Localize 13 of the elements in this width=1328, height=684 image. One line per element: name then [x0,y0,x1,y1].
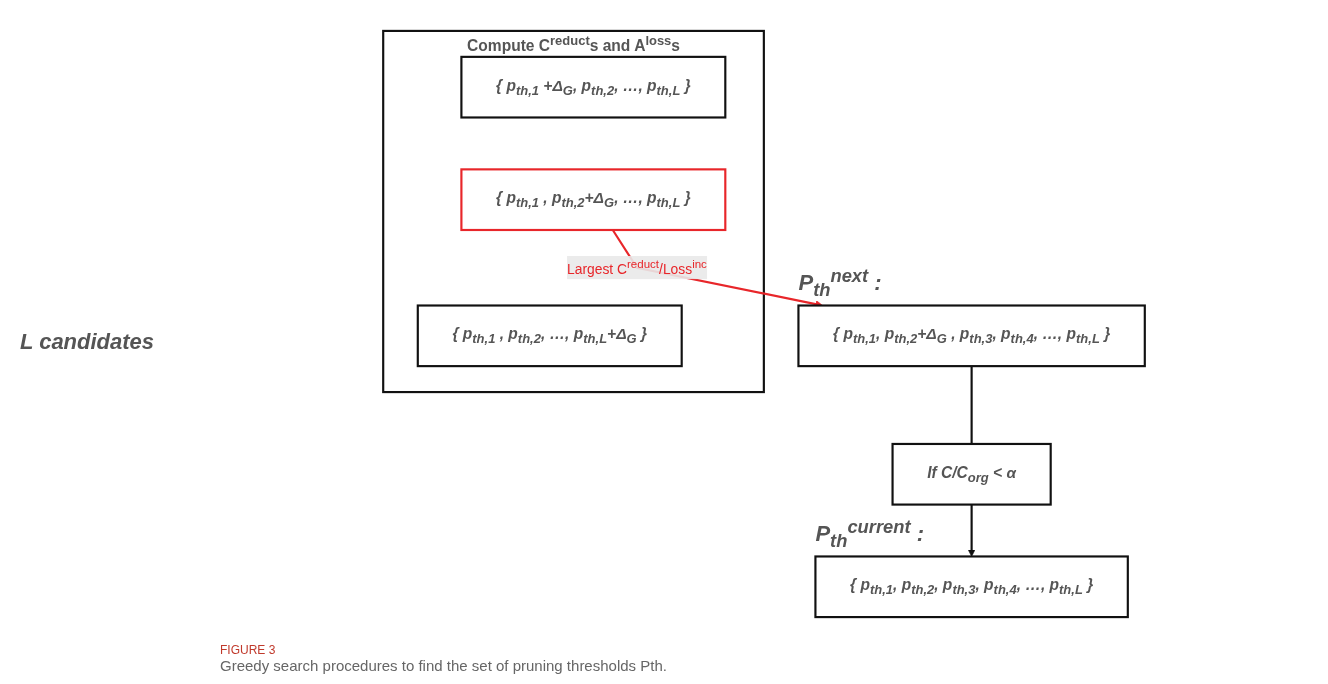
beside-label: P$_{th}$$^{current}$ : [815,516,925,552]
node-box: { p$_{th,1}$ +Δ$_{G}$, p$_{th,2}$, …, p$_{th,L}$ } [460,55,727,119]
node-box: { p$_{th,1}$ , p$_{th,2}$+Δ$_{G}$, …, p$_{th,L}$ } [460,167,727,231]
node-box: { p$_{th,1}$ , p$_{th,2}$, …, p$_{th,L}$+Δ$_{G}$ } [416,303,683,367]
group-label: L candidates [20,329,156,355]
caption: Greedy search procedures to find the set of pruning thresholds Pth. [220,657,668,674]
edge-label: Largest C$^{reduct}$/Loss$^{inc}$ [567,257,707,276]
node-box: If C/C$_{org}$ < α [891,442,1052,506]
connector [970,365,973,444]
node-box: { p$_{th,1}$, p$_{th,2}$, p$_{th,3}$, p$_{th,4}$, …, p$_{th,L}$ } [814,554,1129,618]
node-box: { p$_{th,1}$, p$_{th,2}$+Δ$_{G}$ , p$_{th,3}$, p$_{th,4}$, …, p$_{th,L}$ } [797,303,1146,367]
figure-number: FIGURE 3 [220,643,277,657]
beside-label: P$_{th}$$^{next}$ : [798,265,882,301]
